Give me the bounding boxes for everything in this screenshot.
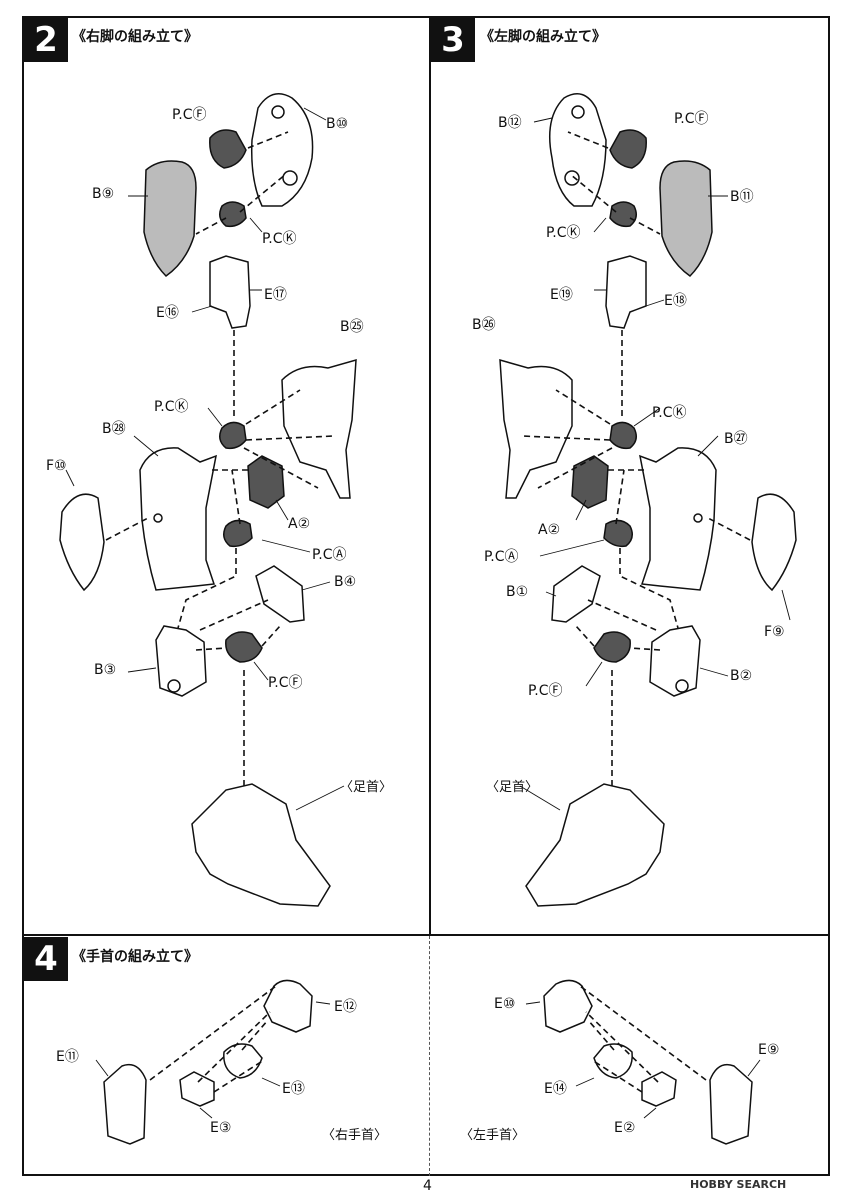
b27-part <box>639 447 717 591</box>
label-b1: B① <box>506 584 529 600</box>
label-b27: B㉗ <box>724 431 748 447</box>
b25-part <box>281 358 357 499</box>
step-2-drawing <box>59 93 357 907</box>
label-ankle-right: 〈足首〉 <box>340 780 393 795</box>
ankle-part <box>191 783 331 907</box>
b1-part <box>551 565 601 623</box>
b2-part <box>649 625 701 697</box>
pca-part-l <box>603 519 633 548</box>
label-pcf-top: P.CⒻ <box>172 107 207 123</box>
pck-mid-part <box>219 421 247 450</box>
label-e2: E② <box>614 1120 636 1136</box>
step-4-title: 《手首の組み立て》 <box>72 949 198 965</box>
label-e18: E⑱ <box>664 293 687 309</box>
pck-top-part <box>219 201 247 228</box>
label-pck-mid-l: P.CⓀ <box>652 405 687 421</box>
e12-part <box>263 979 313 1033</box>
pca-part <box>223 519 253 548</box>
label-a2-l: A② <box>538 522 561 538</box>
label-f9: F⑨ <box>764 624 785 640</box>
label-e16: E⑯ <box>156 305 179 321</box>
label-left-wrist: 〈左手首〉 <box>460 1128 526 1143</box>
label-b11: B⑪ <box>730 189 754 205</box>
label-b12: B⑫ <box>498 115 522 131</box>
label-e9: E⑨ <box>758 1042 780 1058</box>
label-e19: E⑲ <box>550 287 573 303</box>
step-3-badge: 3 <box>431 18 475 62</box>
label-e14: E⑭ <box>544 1081 567 1097</box>
step-3-drawing <box>499 93 797 907</box>
pcf-top-part-l <box>609 129 647 169</box>
label-e3: E③ <box>210 1120 232 1136</box>
b9-part <box>143 160 197 277</box>
b11-part <box>659 160 713 277</box>
label-pck-top-l: P.CⓀ <box>546 225 581 241</box>
ankle-part-l <box>525 783 665 907</box>
label-pck-mid: P.CⓀ <box>154 399 189 415</box>
label-b4: B④ <box>334 574 357 590</box>
label-b9: B⑨ <box>92 186 115 202</box>
label-e11: E⑪ <box>56 1049 79 1065</box>
e2-part <box>641 1071 677 1107</box>
label-b10: B⑩ <box>326 116 349 132</box>
label-b26: B㉖ <box>472 317 496 333</box>
watermark: HOBBY SEARCH <box>690 1178 787 1191</box>
label-pcf-bot: P.CⒻ <box>268 675 303 691</box>
label-ankle-left: 〈足首〉 <box>486 780 539 795</box>
label-right-wrist: 〈右手首〉 <box>322 1128 388 1143</box>
b3-part <box>155 625 207 697</box>
label-pcf-bot-l: P.CⒻ <box>528 683 563 699</box>
label-b25: B㉕ <box>340 319 364 335</box>
label-pck-top: P.CⓀ <box>262 231 297 247</box>
page-frame <box>22 16 830 1176</box>
e16-e17-part <box>209 255 251 329</box>
label-a2: A② <box>288 516 311 532</box>
step-2-title: 《右脚の組み立て》 <box>72 29 198 45</box>
row-divider <box>22 934 830 936</box>
pcf-top-part <box>209 129 247 169</box>
step-4-drawing <box>95 979 761 1145</box>
label-pca-l: P.CⒶ <box>484 549 519 565</box>
step-3-title: 《左脚の組み立て》 <box>480 29 606 45</box>
f10-part <box>59 493 105 592</box>
column-divider <box>429 16 431 934</box>
pcf-bot-part <box>225 631 263 663</box>
b4-part <box>255 565 305 623</box>
b12-part <box>549 93 607 207</box>
f9-part <box>751 493 797 592</box>
label-e17: E⑰ <box>264 287 287 303</box>
page-number: 4 <box>423 1178 432 1194</box>
label-e12: E⑫ <box>334 999 357 1015</box>
step-2-badge: 2 <box>24 18 68 62</box>
e3-part <box>179 1071 215 1107</box>
label-b28: B㉘ <box>102 421 126 437</box>
label-f10: F⑩ <box>46 458 67 474</box>
label-b2: B② <box>730 668 753 684</box>
e10-part <box>543 979 593 1033</box>
b26-part <box>499 358 573 499</box>
pck-mid-part-l <box>609 421 637 450</box>
step-4-badge: 4 <box>24 937 68 981</box>
label-pca: P.CⒶ <box>312 547 347 563</box>
e18-e19-part <box>605 255 647 329</box>
wrist-divider <box>429 936 430 1176</box>
pck-top-part-l <box>609 201 637 228</box>
a2-part <box>247 455 285 509</box>
a2-part-l <box>571 455 609 509</box>
e11-part <box>103 1063 147 1145</box>
label-pcf-top-l: P.CⒻ <box>674 111 709 127</box>
label-e10: E⑩ <box>494 996 516 1012</box>
b28-part <box>139 447 217 591</box>
label-e13: E⑬ <box>282 1081 305 1097</box>
label-b3: B③ <box>94 662 117 678</box>
e9-part <box>709 1063 753 1145</box>
pcf-bot-part-l <box>593 631 631 663</box>
